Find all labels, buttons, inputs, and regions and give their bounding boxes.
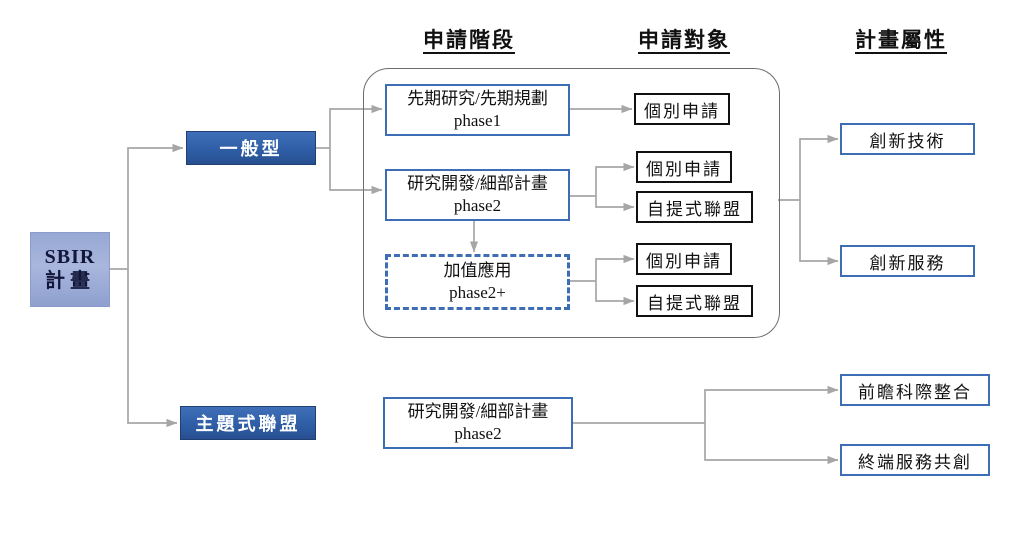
target-box-individual-phase2[interactable]: 個別申請	[636, 151, 732, 183]
target-box-alliance-phase2-label: 自提式聯盟	[647, 199, 742, 219]
root-node-sbir[interactable]: SBIR 計畫	[30, 232, 110, 307]
target-box-individual-phase2plus[interactable]: 個別申請	[636, 243, 732, 275]
category-node-thematic-alliance-label: 主題式聯盟	[195, 414, 301, 434]
target-box-alliance-phase2plus-label: 自提式聯盟	[647, 293, 742, 313]
column-header-application-stage: 申請階段	[423, 28, 515, 52]
phase-box-phase2plus-code: phase2+	[449, 283, 506, 302]
target-box-alliance-phase2[interactable]: 自提式聯盟	[636, 191, 753, 223]
attribute-box-innovative-service[interactable]: 創新服務	[840, 245, 975, 277]
category-node-general-type-label: 一般型	[219, 139, 283, 159]
attribute-box-end-service-cocreation-label: 終端服務共創	[858, 452, 972, 472]
phase-box-thematic-phase2-code: phase2	[454, 424, 502, 443]
attribute-box-innovative-service-label: 創新服務	[869, 253, 946, 273]
root-node-line2: 計畫	[45, 269, 95, 292]
category-node-general-type[interactable]: 一般型	[186, 131, 316, 165]
target-box-individual-phase1[interactable]: 個別申請	[634, 93, 730, 125]
phase-box-phase2[interactable]: 研究開發/細部計畫 phase2	[385, 169, 570, 221]
phase-box-phase2-title: 研究開發/細部計畫	[407, 173, 548, 193]
target-box-individual-phase1-label: 個別申請	[644, 101, 720, 121]
phase-box-thematic-phase2[interactable]: 研究開發/細部計畫 phase2	[383, 397, 573, 449]
category-node-thematic-alliance[interactable]: 主題式聯盟	[180, 406, 316, 440]
phase-box-phase2plus[interactable]: 加值應用 phase2+	[385, 254, 570, 310]
phase-box-phase2-code: phase2	[453, 196, 502, 215]
phase-box-phase1-code: phase1	[453, 111, 502, 130]
target-box-individual-phase2plus-label: 個別申請	[646, 251, 722, 271]
target-box-individual-phase2-label: 個別申請	[646, 159, 722, 179]
attribute-box-forward-interdisciplinary-label: 前瞻科際整合	[858, 382, 972, 402]
attribute-box-end-service-cocreation[interactable]: 終端服務共創	[840, 444, 990, 476]
phase-box-phase2plus-title: 加值應用	[443, 260, 512, 280]
phase-box-phase1[interactable]: 先期研究/先期規劃 phase1	[385, 84, 570, 136]
column-header-applicant-type: 申請對象	[638, 28, 730, 52]
root-node-line1: SBIR	[44, 245, 96, 268]
attribute-box-forward-interdisciplinary[interactable]: 前瞻科際整合	[840, 374, 990, 406]
attribute-box-innovative-technology-label: 創新技術	[869, 131, 946, 151]
phase-box-thematic-phase2-title: 研究開發/細部計畫	[407, 401, 549, 421]
general-type-group-container	[363, 68, 780, 338]
column-header-project-attribute: 計畫屬性	[855, 28, 947, 52]
target-box-alliance-phase2plus[interactable]: 自提式聯盟	[636, 285, 753, 317]
phase-box-phase1-title: 先期研究/先期規劃	[407, 88, 548, 108]
attribute-box-innovative-technology[interactable]: 創新技術	[840, 123, 975, 155]
